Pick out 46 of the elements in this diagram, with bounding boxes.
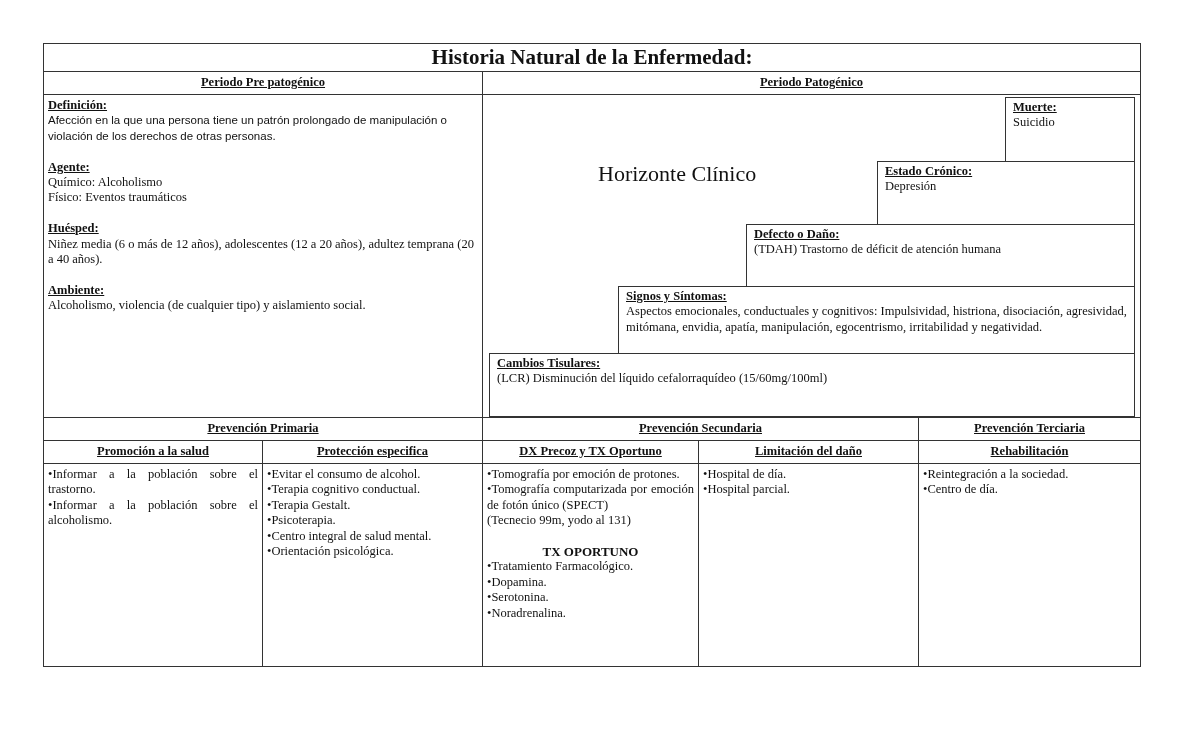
list-item: •Serotonina. [487,590,550,606]
box-heading: Estado Crónico: [885,164,974,180]
list-item: •Hospital parcial. [703,482,791,498]
list-item: •Dopamina. [487,574,548,591]
list-item: •Centro integral de salud mental. [267,528,433,545]
stage-box [1005,97,1135,162]
horizon-label: Horizonte Clínico [598,161,757,187]
diagram-title: Historia Natural de la Enfermedad: [43,43,1141,72]
list-item: •Hospital de día. [703,467,788,483]
definition-text: Afección en la que una persona tiene un patrón prolongado de manipulación o violación de los derechos de otras personas. [48,113,448,144]
list-item: •Orientación psicológica. [267,544,395,560]
list-item: •Tomografía por emoción de protones. [487,467,681,483]
body-text: (Tecnecio 99m, yodo al 131) [487,513,632,529]
box-heading: Signos y Síntomas: [626,289,728,305]
body-text: Niñez media (6 o más de 12 años), adolescentes (12 a 20 años), adultez temprana (20 a 40 años). [48,236,475,268]
list-item: •Tomografía computarizada por emoción de fotón único (SPECT) [487,482,694,514]
list-item: •Noradrenalina. [487,605,567,622]
section-heading: Definición: [48,98,109,114]
section-heading: Huésped: [48,221,100,237]
section-heading: Agente: [48,159,91,175]
stage-box [746,224,1135,287]
list-item: •Terapia cognitivo conductual. [267,482,422,498]
box-heading: Cambios Tisulares: [497,356,602,372]
list-item: •Centro de día. [923,482,999,498]
list-item: •Terapia Gestalt. [267,497,352,514]
subheading: TX OPORTUNO [541,544,640,560]
box-text: (LCR) Disminución del líquido cefalorraquídeo (15/60mg/100ml) [497,371,829,387]
box-heading: Muerte: [1013,100,1058,116]
list-item: •Reintegración a la sociedad. [923,467,1070,483]
box-text: Aspectos emocionales, conductuales y cognitivos: Impulsividad, histriona, disociación, agresividad, mitómana, envidia, apatía, manipulación, egocentrismo, irritabilidad y negatividad. [626,304,1127,336]
list-item: •Informar a la población sobre el trastorno. [48,467,258,498]
box-text: (TDAH) Trastorno de déficit de atención humana [754,242,1003,258]
list-item: •Psicoterapia. [267,513,337,529]
stage-box [618,286,1135,354]
body-text: Químico: Alcoholismo [48,175,164,191]
list-item: •Evitar el consumo de alcohol. [267,467,422,483]
stage-box [877,161,1135,225]
box-text: Suicidio [1013,115,1056,131]
body-text: Alcoholismo, violencia (de cualquier tipo) y aislamiento social. [48,298,367,314]
section-heading: Ambiente: [48,282,106,299]
stage-box [489,353,1135,417]
box-text: Depresión [885,179,938,195]
list-item: •Informar a la población sobre el alcoholismo. [48,497,258,529]
list-item: •Tratamiento Farmacológico. [487,559,635,575]
box-heading: Defecto o Daño: [754,227,841,243]
body-text: Físico: Eventos traumáticos [48,190,188,206]
